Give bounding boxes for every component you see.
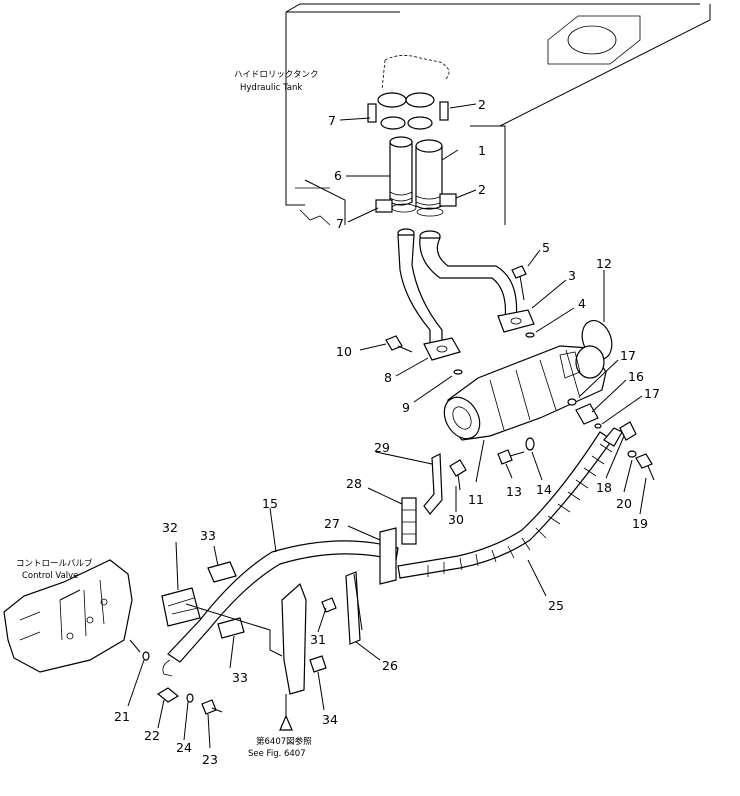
part-number-21: 21 bbox=[114, 709, 130, 724]
clamp-27 bbox=[379, 527, 397, 585]
leader-lines bbox=[59, 103, 647, 749]
o-ring-17a bbox=[567, 398, 577, 406]
control-valve bbox=[3, 559, 133, 673]
block-33-lower bbox=[217, 617, 245, 639]
part-number-labels: 1 2 2 3 4 5 6 7 7 8 9 10 11 12 13 14 15 … bbox=[114, 97, 660, 767]
bolt-30 bbox=[449, 459, 467, 491]
bracket-26 bbox=[345, 571, 363, 645]
part-number-14: 14 bbox=[536, 482, 552, 497]
part-number-26: 26 bbox=[382, 658, 398, 673]
control-valve-label-en: Control Valve bbox=[22, 571, 78, 581]
block-33-upper bbox=[207, 561, 237, 583]
hose-1 bbox=[389, 136, 443, 210]
washer-20 bbox=[627, 450, 637, 458]
o-ring-17b bbox=[594, 423, 602, 429]
clamp-2-lower bbox=[375, 193, 457, 217]
part-number-3: 3 bbox=[568, 268, 576, 283]
bracket-29 bbox=[423, 453, 443, 515]
figure-reference-jp: 第6407図参照 bbox=[256, 736, 312, 747]
tank-label-en: Hydraulic Tank bbox=[240, 83, 302, 93]
part-number-30: 30 bbox=[448, 512, 464, 527]
fitting-18 bbox=[619, 421, 637, 441]
bolt-5 bbox=[511, 265, 527, 301]
part-number-8: 8 bbox=[384, 370, 392, 385]
control-valve-callout: コントロールバルブ Control Valve bbox=[16, 558, 93, 581]
part-number-23: 23 bbox=[202, 752, 218, 767]
part-number-4: 4 bbox=[578, 296, 586, 311]
part-number-22: 22 bbox=[144, 728, 160, 743]
hydraulic-tank-callout: ハイドロリックタンク Hydraulic Tank bbox=[234, 70, 319, 93]
bolt-31 bbox=[321, 597, 337, 613]
part-number-31: 31 bbox=[310, 632, 326, 647]
part-number-34: 34 bbox=[322, 712, 338, 727]
part-number-20: 20 bbox=[616, 496, 632, 511]
o-ring-4 bbox=[525, 332, 535, 338]
bolt-10 bbox=[385, 335, 413, 353]
part-number-29: 29 bbox=[374, 440, 390, 455]
part-number-17a: 17 bbox=[620, 348, 636, 363]
part-number-10: 10 bbox=[336, 344, 352, 359]
figure-reference-en: See Fig. 6407 bbox=[248, 749, 306, 759]
part-number-33b: 33 bbox=[232, 670, 248, 685]
bolt-34 bbox=[309, 655, 327, 673]
part-number-1: 1 bbox=[478, 143, 486, 158]
part-number-7a: 7 bbox=[328, 113, 336, 128]
block-28 bbox=[401, 497, 417, 545]
part-number-12: 12 bbox=[596, 256, 612, 271]
hydraulic-tank bbox=[285, 3, 711, 226]
part-number-7b: 7 bbox=[336, 216, 344, 231]
flange-22 bbox=[156, 687, 180, 703]
part-number-2a: 2 bbox=[478, 97, 486, 112]
bolt-23 bbox=[201, 699, 223, 715]
figure-reference: 第6407図参照 See Fig. 6407 bbox=[248, 694, 312, 759]
o-ring-21 bbox=[142, 651, 150, 661]
part-number-19: 19 bbox=[632, 516, 648, 531]
tank-label-jp: ハイドロリックタンク bbox=[234, 70, 319, 80]
part-number-33a: 33 bbox=[200, 528, 216, 543]
washer-14 bbox=[525, 437, 535, 451]
pump-assembly-11 bbox=[443, 345, 607, 441]
part-number-17b: 17 bbox=[644, 386, 660, 401]
part-number-28: 28 bbox=[346, 476, 362, 491]
part-number-2b: 2 bbox=[478, 182, 486, 197]
bolt-13 bbox=[497, 449, 525, 465]
control-valve-label-jp: コントロールバルブ bbox=[16, 558, 93, 569]
suction-tube-3 bbox=[419, 230, 535, 333]
flange-16 bbox=[575, 403, 599, 425]
part-number-15: 15 bbox=[262, 496, 278, 511]
part-number-6: 6 bbox=[334, 168, 342, 183]
tube-15 bbox=[162, 540, 399, 677]
part-number-27: 27 bbox=[324, 516, 340, 531]
bracket-main bbox=[281, 582, 307, 695]
clamp-7-upper bbox=[367, 92, 449, 130]
part-number-18: 18 bbox=[596, 480, 612, 495]
o-ring-9 bbox=[453, 369, 463, 375]
suction-tube-8 bbox=[397, 228, 461, 361]
part-number-9: 9 bbox=[402, 400, 410, 415]
part-number-24: 24 bbox=[176, 740, 192, 755]
part-number-11: 11 bbox=[468, 492, 484, 507]
part-number-13: 13 bbox=[506, 484, 522, 499]
part-number-25: 25 bbox=[548, 598, 564, 613]
part-number-5: 5 bbox=[542, 240, 550, 255]
bolt-19 bbox=[635, 453, 655, 481]
washer-24 bbox=[186, 693, 194, 703]
part-number-32: 32 bbox=[162, 520, 178, 535]
clamp-32 bbox=[161, 587, 201, 627]
part-number-16: 16 bbox=[628, 369, 644, 384]
